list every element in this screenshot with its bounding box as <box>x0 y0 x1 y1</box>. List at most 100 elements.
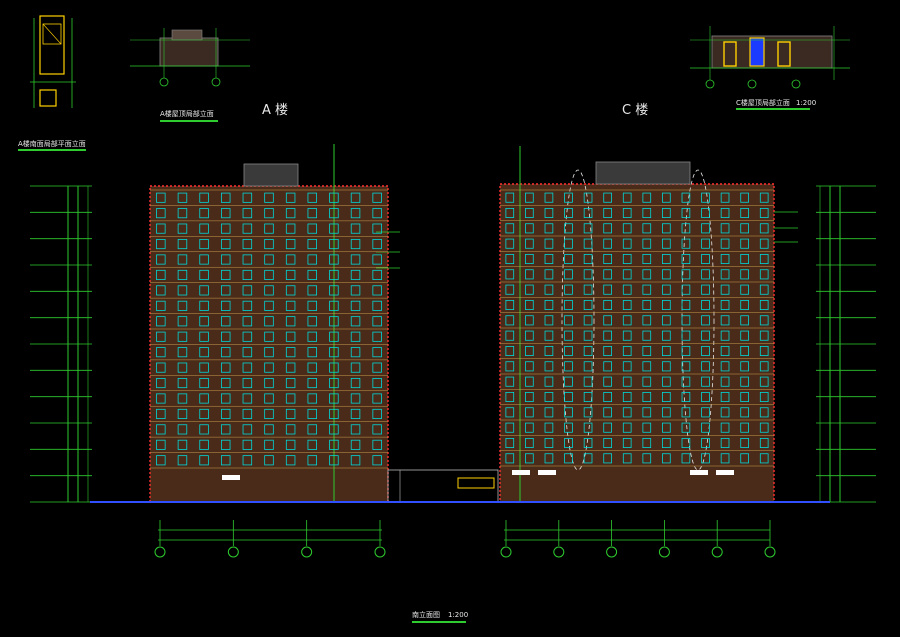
facade-window <box>701 192 710 203</box>
facade-window <box>564 361 573 372</box>
axis-grid-c <box>500 520 776 558</box>
facade-window <box>662 299 671 310</box>
facade-window <box>156 347 166 358</box>
facade-window <box>759 330 769 341</box>
facade-window <box>662 192 671 203</box>
facade-window <box>564 253 573 264</box>
facade-window <box>505 315 515 326</box>
facade-window <box>505 330 515 341</box>
facade-window <box>329 347 339 358</box>
facade-window <box>642 391 652 402</box>
facade-window <box>285 192 296 203</box>
facade-window <box>662 391 671 402</box>
facade-window <box>720 207 730 218</box>
facade-window <box>544 345 554 356</box>
facade-window <box>350 362 361 373</box>
facade-window <box>603 330 612 341</box>
facade-window <box>720 192 730 203</box>
facade-window <box>285 300 296 311</box>
facade-window <box>564 299 573 310</box>
facade-window <box>720 330 730 341</box>
facade-window <box>199 408 209 419</box>
facade-window <box>350 269 361 280</box>
facade-window <box>603 192 612 203</box>
facade-window <box>177 300 188 311</box>
facade-window <box>156 455 166 466</box>
facade-window <box>740 330 749 341</box>
facade-window <box>564 407 573 418</box>
facade-window <box>307 393 318 404</box>
facade-window <box>156 239 166 250</box>
facade-window <box>156 223 166 234</box>
facade-window <box>242 393 253 404</box>
facade-window <box>701 376 710 387</box>
facade-window <box>525 361 534 372</box>
axis-bubble <box>711 546 723 558</box>
facade-window <box>199 316 209 327</box>
facade-window <box>307 424 318 435</box>
facade-window <box>662 437 671 448</box>
facade-window <box>583 345 593 356</box>
facade-window <box>372 269 382 280</box>
facade-window <box>603 284 612 295</box>
facade-window <box>329 393 339 404</box>
facade-window <box>583 284 593 295</box>
axis-bubble <box>658 546 670 558</box>
facade-window <box>177 347 188 358</box>
facade-window <box>242 408 253 419</box>
left-level-column <box>30 185 92 503</box>
facade-window <box>544 437 554 448</box>
facade-window <box>242 254 253 265</box>
facade-window <box>740 269 749 280</box>
facade-window <box>505 407 515 418</box>
facade-window <box>220 254 231 265</box>
facade-window <box>701 407 710 418</box>
facade-window <box>199 239 209 250</box>
facade-window <box>220 192 231 203</box>
facade-window <box>242 300 253 311</box>
facade-window <box>242 362 253 373</box>
facade-window <box>177 269 188 280</box>
facade-window <box>564 315 573 326</box>
facade-window <box>740 437 749 448</box>
facade-window <box>372 347 382 358</box>
axis-bubble <box>301 546 313 558</box>
facade-window <box>622 407 632 418</box>
facade-window <box>564 422 573 433</box>
facade-window <box>662 315 671 326</box>
facade-window <box>177 192 188 203</box>
facade-window <box>505 391 515 402</box>
facade-window <box>740 361 749 372</box>
facade-window <box>544 453 554 464</box>
facade-window <box>242 439 253 450</box>
facade-window <box>505 207 515 218</box>
facade-window <box>701 453 710 464</box>
facade-window <box>264 408 274 419</box>
facade-window <box>525 345 534 356</box>
facade-window <box>350 331 361 342</box>
facade-window <box>583 192 593 203</box>
facade-window <box>681 407 691 418</box>
facade-window <box>329 269 339 280</box>
facade-window <box>242 192 253 203</box>
facade-window <box>350 378 361 389</box>
facade-window <box>662 345 671 356</box>
facade-window <box>372 285 382 296</box>
facade-window <box>701 207 710 218</box>
facade-window <box>544 422 554 433</box>
facade-window <box>156 439 166 450</box>
facade-window <box>583 376 593 387</box>
facade-window <box>285 378 296 389</box>
facade-window <box>285 269 296 280</box>
facade-window <box>622 223 632 234</box>
facade-window <box>329 424 339 435</box>
facade-window <box>759 223 769 234</box>
facade-window <box>740 391 749 402</box>
facade-window <box>603 238 612 249</box>
facade-window <box>264 347 274 358</box>
facade-window <box>564 269 573 280</box>
facade-window <box>156 192 166 203</box>
facade-window <box>662 207 671 218</box>
facade-window <box>603 269 612 280</box>
